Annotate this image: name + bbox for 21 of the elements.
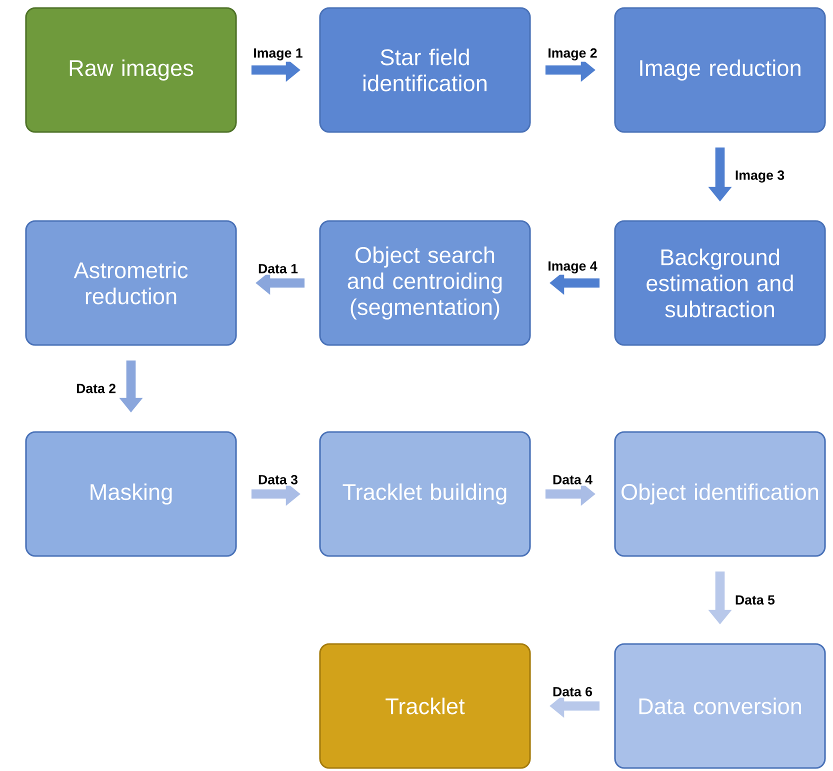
- process-box: Astrometric reduction: [25, 220, 237, 346]
- process-box: Image reduction: [614, 7, 826, 133]
- edge-label: Image 4: [546, 260, 599, 275]
- edge-label: Image 1: [252, 47, 304, 62]
- process-box: Object search and centroiding (segmentation): [319, 220, 531, 346]
- process-box: Star field identification: [319, 7, 531, 133]
- edge-label: Data 3: [256, 474, 300, 486]
- process-box: Data conversion: [614, 643, 826, 769]
- process-box: Background estimation and subtraction: [614, 220, 826, 346]
- process-box: Masking: [25, 431, 237, 557]
- process-box: Tracklet building: [319, 431, 531, 557]
- edge-label: Data 6: [551, 686, 594, 698]
- edge-label: Data 1: [256, 262, 300, 275]
- edge-label: Data 5: [734, 594, 776, 606]
- edge-label: Image 2: [546, 46, 599, 62]
- process-box: Object identification: [614, 431, 826, 557]
- process-box: Tracklet: [319, 643, 531, 769]
- edge-label: Data 2: [74, 382, 118, 395]
- process-box: Raw images: [25, 7, 237, 133]
- edge-label: Image 3: [734, 169, 786, 184]
- edge-label: Data 4: [551, 474, 594, 486]
